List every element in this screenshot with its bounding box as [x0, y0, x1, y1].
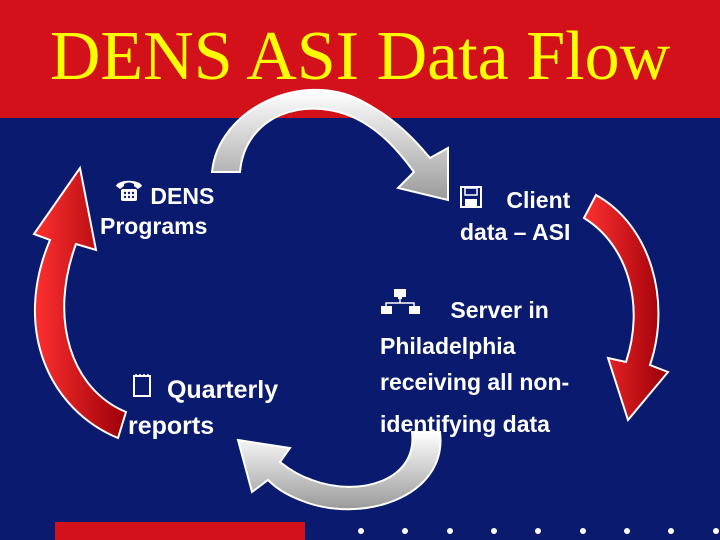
floppy-disk-icon: [460, 184, 482, 216]
server-line2: Philadelphia: [380, 333, 516, 359]
dot: [402, 528, 408, 534]
client-data-line1: Client: [506, 187, 571, 213]
reports-line1: Quarterly: [166, 376, 279, 404]
client-data-line2: data – ASI: [460, 219, 571, 245]
dot: [668, 528, 674, 534]
bottom-bar: [55, 522, 305, 540]
node-quarterly-reports: Quarterly reports: [128, 372, 278, 444]
server-line1: Server in: [450, 297, 549, 323]
network-icon: [380, 288, 422, 328]
node-dens-programs: DENS Programs: [100, 176, 214, 241]
dens-programs-line1: DENS: [150, 183, 215, 209]
server-line4: identifying data: [380, 411, 550, 437]
reports-line2: reports: [128, 412, 215, 440]
arrow-reports-to-programs: [32, 165, 128, 440]
server-line3: receiving all non-: [380, 369, 570, 395]
bottom-dots: [330, 528, 720, 540]
dens-programs-line2: Programs: [100, 213, 208, 239]
arrow-programs-to-client: [210, 89, 449, 202]
dot: [624, 528, 630, 534]
dot: [713, 528, 719, 534]
arrow-client-to-server: [582, 193, 670, 423]
dot: [447, 528, 453, 534]
dot: [580, 528, 586, 534]
title-bar: [0, 0, 720, 118]
dot: [358, 528, 364, 534]
dot: [491, 528, 497, 534]
document-icon: [132, 372, 152, 408]
node-server: Server in Philadelphia receiving all non…: [380, 288, 569, 442]
telephone-icon: [114, 176, 144, 211]
dot: [535, 528, 541, 534]
node-client-data: Client data – ASI: [460, 184, 570, 248]
slide-title: DENS ASI Data Flow: [49, 18, 671, 95]
arrow-server-to-reports: [236, 431, 442, 511]
